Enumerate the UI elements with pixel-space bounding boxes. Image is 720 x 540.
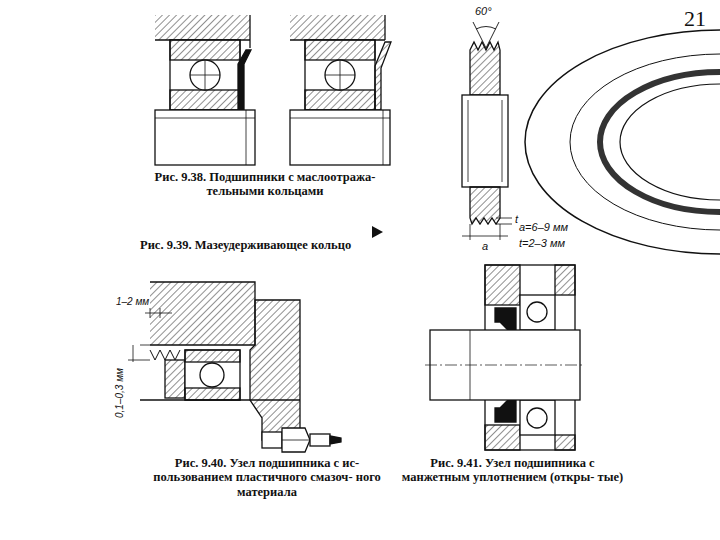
grease-ring-face-part	[525, 30, 720, 254]
grease-bearing-unit-part	[140, 399, 300, 400]
dimension-label: 1–2 мм	[116, 296, 149, 308]
page-number: 21	[684, 6, 706, 31]
grease-ring-section-part	[470, 224, 471, 240]
bearing-oil-ring-left-part	[170, 40, 240, 110]
cuff-seal-unit	[425, 265, 585, 450]
cuff-seal-unit-part	[495, 400, 516, 422]
bearing-oil-ring-left	[155, 15, 255, 165]
grease-bearing-unit-part	[310, 434, 330, 446]
bearing-oil-ring-left-part	[249, 15, 250, 48]
grease-bearing-unit-part	[185, 388, 240, 400]
bearing-oil-ring-left-part	[246, 110, 247, 165]
bearing-oil-ring-right-part	[340, 60, 341, 90]
figure-caption: Рис. 9.39. Мазеудерживающее кольцо	[140, 238, 351, 252]
grease-bearing-unit-part	[250, 300, 300, 440]
cuff-seal-unit-part	[555, 265, 575, 295]
cuff-seal-unit-part	[555, 435, 575, 450]
grease-bearing-unit-part	[140, 345, 150, 346]
bearing-oil-ring-left-part	[205, 60, 206, 90]
bearing-oil-ring-right	[290, 15, 391, 165]
grease-bearing-unit-part	[150, 308, 151, 318]
figure-caption: Рис. 9.38. Подшипники с маслоотража- тел…	[140, 170, 390, 199]
grease-ring-face-part	[620, 84, 720, 200]
bearing-oil-ring-right-part	[383, 110, 384, 165]
grease-ring-face-part	[600, 72, 720, 212]
bearing-oil-ring-right-part	[384, 15, 385, 40]
grease-ring-section	[462, 22, 512, 240]
bearing-oil-ring-left-part	[170, 90, 240, 110]
grease-bearing-unit-part	[133, 345, 134, 362]
bearing-oil-ring-right-part	[305, 90, 375, 110]
grease-bearing-unit	[128, 282, 341, 452]
bearing-oil-ring-right-part	[290, 15, 385, 40]
bearing-oil-ring-right-part	[375, 42, 391, 110]
bearing-oil-ring-right-part	[290, 118, 390, 119]
grease-ring-section-part	[500, 224, 501, 240]
grease-bearing-unit-part	[128, 360, 150, 361]
cuff-seal-unit-part	[520, 295, 555, 330]
bearing-oil-ring-left-part	[155, 15, 250, 40]
figure-caption: Рис. 9.40. Узел подшипника с ис- пользов…	[138, 456, 396, 499]
figure-caption: Рис. 9.41. Узел подшипника с манжетным у…	[400, 456, 625, 485]
grease-ring-section-part	[470, 187, 500, 224]
grease-ring-section-part	[476, 27, 496, 30]
cuff-seal-unit-part	[527, 408, 547, 428]
grease-bearing-unit-part	[262, 432, 282, 448]
grease-ring-section-part	[462, 95, 508, 187]
pointer-arrow	[372, 226, 383, 238]
cuff-seal-unit-part	[520, 400, 555, 435]
grease-bearing-unit-part	[150, 282, 255, 345]
grease-bearing-unit-part	[150, 350, 180, 360]
dimension-label: a	[481, 240, 489, 253]
grease-bearing-unit-part	[165, 360, 185, 398]
bearing-oil-ring-right-part	[290, 110, 390, 165]
grease-bearing-unit-part	[185, 350, 240, 400]
grease-ring-section-part	[468, 100, 469, 182]
grease-ring-section-part	[486, 22, 499, 48]
bearing-oil-ring-left-part	[238, 50, 251, 110]
grease-ring-face-part	[570, 54, 720, 230]
dimension-note: a=6–9 мм	[519, 221, 568, 234]
bearing-oil-ring-left-part	[190, 60, 220, 90]
bearing-oil-ring-right-part	[325, 60, 355, 90]
bearing-oil-ring-right-part	[305, 40, 375, 60]
cuff-seal-unit-part	[425, 365, 585, 366]
bearing-oil-ring-left-part	[155, 110, 255, 165]
grease-ring-section-part	[496, 224, 512, 225]
cuff-seal-unit-part	[495, 308, 516, 330]
dimension-label: 0,1–0,3 мм	[114, 368, 126, 418]
grease-bearing-unit-part	[330, 436, 341, 444]
angle-label: 60°	[474, 5, 493, 18]
grease-ring-section-part	[496, 218, 512, 219]
grease-ring-section-part	[502, 100, 503, 182]
grease-bearing-unit-part	[185, 350, 240, 362]
grease-bearing-unit-part	[282, 440, 310, 441]
cuff-seal-unit-part	[527, 302, 547, 322]
grease-ring-section-part	[462, 236, 508, 237]
grease-bearing-unit-part	[200, 363, 224, 387]
cuff-seal-unit-part	[485, 425, 520, 450]
cuff-seal-unit-part	[485, 265, 520, 305]
grease-bearing-unit-part	[282, 428, 310, 452]
bearing-oil-ring-left-part	[155, 118, 255, 119]
dimension-label: t	[514, 213, 519, 226]
grease-bearing-unit-part	[145, 313, 172, 314]
grease-ring-face	[525, 30, 720, 254]
grease-ring-section-part	[473, 22, 486, 48]
dimension-note: t=2–3 мм	[519, 237, 565, 250]
bearing-oil-ring-right-part	[305, 40, 375, 110]
bearing-oil-ring-left-part	[170, 40, 240, 60]
grease-bearing-unit-part	[160, 308, 161, 318]
grease-ring-section-part	[470, 42, 500, 95]
